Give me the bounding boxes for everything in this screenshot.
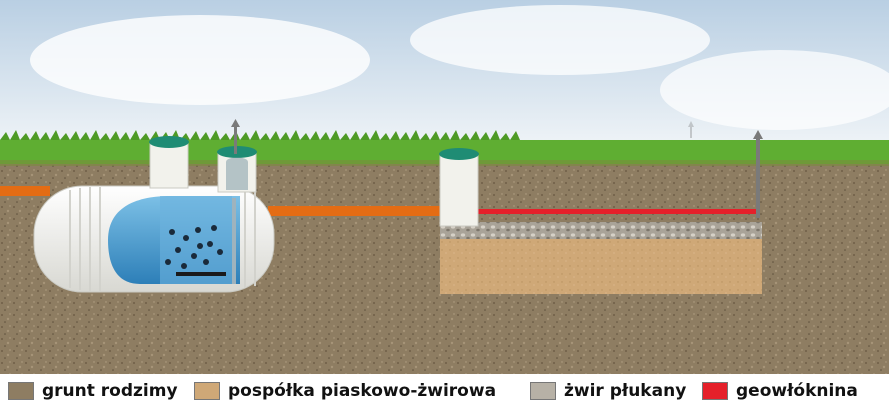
legend-item-sand-gravel: pospółka piaskowo-żwirowa [194,374,496,407]
legend-label-sand-gravel: pospółka piaskowo-żwirowa [228,380,497,401]
inlet-pipe [0,186,50,196]
legend-swatch-sand-gravel [194,381,220,400]
legend-swatch-geotextile [702,381,728,400]
septic-system-diagram [0,0,889,374]
legend-swatch-native-soil [8,381,34,400]
legend-item-native-soil: grunt rodzimy [8,374,178,407]
faint-vent-icon [688,121,694,138]
outlet-pipe [268,206,444,216]
legend: grunt rodzimy pospółka piaskowo-żwirowa … [0,374,889,407]
legend-label-native-soil: grunt rodzimy [42,380,178,401]
drain-vent-icon [753,130,763,218]
sand-gravel-bed [440,238,762,294]
distribution-well [439,148,479,227]
legend-swatch-washed-gravel [530,381,556,400]
tank-vent-icon [231,119,240,154]
tank-manhole-1 [149,136,189,189]
legend-item-washed-gravel: żwir płukany [530,374,686,407]
geotextile-line [476,209,758,214]
septic-tank [33,185,275,293]
legend-label-washed-gravel: żwir płukany [564,380,687,401]
legend-label-geotextile: geowłóknina [736,380,858,401]
legend-item-geotextile: geowłóknina [702,374,858,407]
washed-gravel-layer [440,222,762,239]
